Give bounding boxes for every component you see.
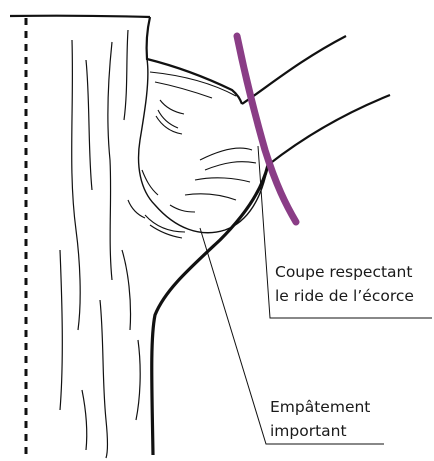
flare-annotation-label: Empâtement important (270, 395, 370, 443)
trunk-bark-texture (60, 30, 140, 458)
collar-bark-hatching (128, 72, 256, 238)
pruning-cut-line (237, 36, 296, 222)
cut-annotation-line-1: Coupe respectant (275, 260, 414, 284)
trunk-top-edge (10, 16, 150, 17)
branch-upper-edge (242, 36, 346, 104)
cut-annotation-label: Coupe respectant le ride de l’écorce (275, 260, 414, 308)
branch-lower-edge (268, 95, 390, 165)
trunk-left-contour (147, 17, 242, 104)
trunk-right-contour (152, 165, 268, 455)
cut-annotation-line-2: le ride de l’écorce (275, 284, 414, 308)
flare-annotation-line-2: important (270, 419, 370, 443)
flare-annotation-line-1: Empâtement (270, 395, 370, 419)
